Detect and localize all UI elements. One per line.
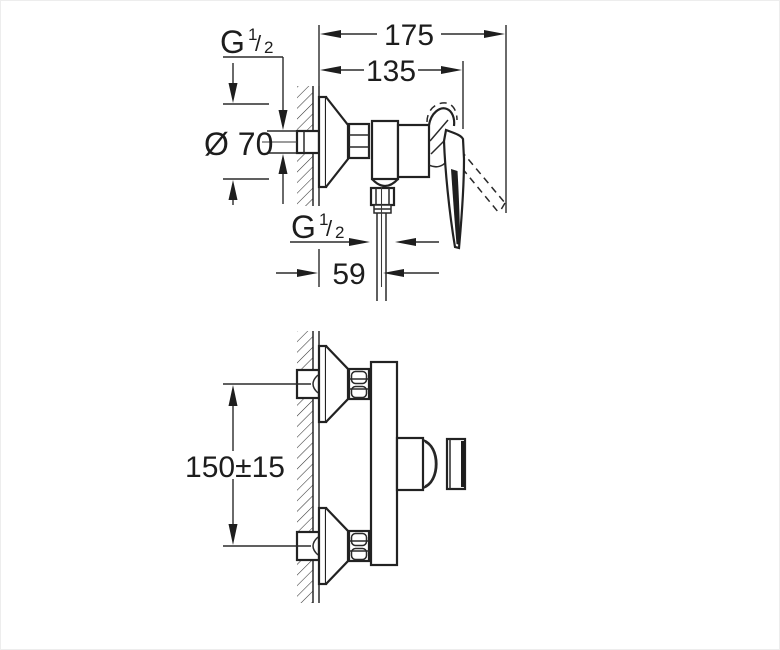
g12-wall-label-num: 1 [248, 25, 257, 44]
upper-nipple-arc [312, 374, 319, 394]
dim59-arrow-left [383, 269, 404, 277]
dim59-label: 59 [332, 258, 365, 291]
lever-curve-outer [422, 438, 438, 490]
rosette-cone [325, 96, 350, 188]
nut-facet-lines [349, 134, 369, 148]
outlet-pipe-lines [376, 213, 387, 301]
hex-nut [347, 122, 373, 160]
upper-nut-chamfer-top [350, 370, 368, 385]
dim135-arrow-left [320, 66, 341, 74]
upper-wall-union [295, 344, 371, 424]
g12-wall-arrow-down [278, 110, 288, 130]
dim150-extension-lines [223, 383, 311, 547]
cartridge-housing [396, 123, 431, 179]
dim59-arrow-right [297, 269, 318, 277]
dim-g12-outlet: G 1 / 2 [290, 209, 439, 246]
g12-wall-arrow-up [278, 154, 288, 174]
dia70-arrow-up [228, 180, 238, 200]
g12-wall-label-slash: / [255, 31, 262, 56]
g12-outlet-label-base: G [291, 209, 316, 245]
g12-wall-leader-lines [223, 56, 284, 204]
rosette-flange [317, 95, 328, 189]
g12-outlet-arrow-right [349, 238, 370, 246]
lower-rosette-flange [317, 506, 328, 586]
dim135-arrow-right [441, 66, 462, 74]
dashed-knob-outline [426, 102, 458, 123]
upper-rosette-flange [317, 344, 328, 424]
dim150-label: 150±15 [185, 451, 285, 484]
g12-wall-extension-lines [267, 130, 297, 154]
outlet-nut [369, 186, 396, 207]
outlet-shoulder-arc [371, 178, 399, 188]
dim-rosette-diameter: Ø 70 [204, 63, 273, 205]
dim-150: 150±15 [185, 383, 311, 547]
handle-lever [427, 107, 466, 250]
g12-outlet-label-num: 1 [319, 210, 328, 229]
g12-outlet-arrow-left [395, 238, 416, 246]
lower-rosette-cone [325, 507, 350, 585]
handle-end-view [395, 436, 467, 492]
mixer-body-plate [369, 360, 399, 567]
g12-outlet-label-slash: / [326, 216, 333, 241]
lower-nut-chamfer-bottom [350, 547, 368, 561]
lever-curve-inner [424, 441, 437, 487]
dim150-arrow-up [228, 385, 238, 406]
dia70-extension-lines [223, 103, 269, 180]
nipple-body [295, 129, 321, 155]
side-view: G 1 / 2 Ø 70 175 [204, 19, 507, 301]
escutcheon-rosette [317, 95, 350, 189]
cartridge-end [395, 436, 425, 492]
g12-wall-label-base: G [220, 24, 245, 60]
dim-135: 135 [320, 55, 464, 129]
dia70-arrow-down [228, 83, 238, 103]
upper-nut-chamfer-bottom [350, 385, 368, 399]
dim175-extension-lines [318, 25, 507, 213]
shower-outlet [369, 178, 399, 301]
dim-59: 59 [276, 249, 439, 291]
dim-175: 175 [318, 19, 507, 213]
handle-blade-shading [451, 169, 460, 245]
plan-view: 150±15 [185, 331, 467, 603]
g12-wall-label-den: 2 [264, 38, 273, 57]
dia70-label: Ø 70 [204, 126, 273, 162]
lower-nut-chamfer-top [350, 532, 368, 547]
handle-knob [427, 107, 456, 127]
outlet-nut-facets [375, 188, 390, 205]
dim175-arrow-left [320, 30, 341, 38]
handle-open-position-dashed [426, 102, 506, 214]
g12-outlet-label-den: 2 [335, 223, 344, 242]
dim-g12-wall: G 1 / 2 [220, 24, 297, 204]
dim175-arrow-right [484, 30, 505, 38]
wall-union-nipple [295, 129, 321, 155]
lower-nipple-arc [312, 536, 319, 556]
dim150-arrow-down [228, 524, 238, 545]
dim135-label: 135 [366, 55, 416, 88]
valve-body [370, 119, 400, 181]
dim175-label: 175 [384, 19, 434, 52]
upper-rosette-cone [325, 345, 350, 423]
nut-outline [347, 122, 371, 160]
